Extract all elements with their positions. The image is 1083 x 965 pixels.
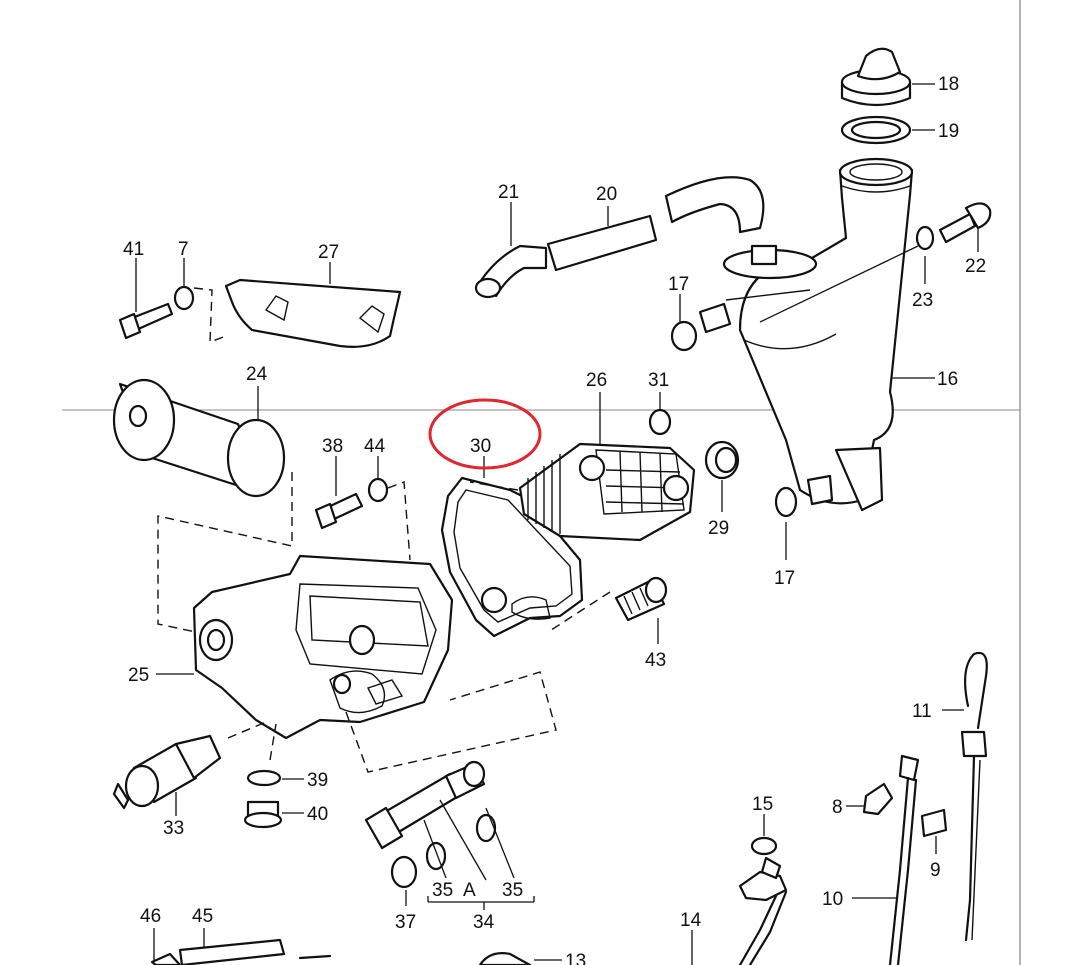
washer-part-44 [367,477,389,503]
oil-cooler-part-26 [518,442,696,542]
bracket-part-27 [224,278,402,348]
assembly-line-40 [269,723,277,761]
dipstick-part-11 [960,651,988,942]
bolt-part-22 [938,202,992,244]
callout-35-right: 35 [502,880,523,901]
connector-part-43 [614,576,668,622]
callout-20: 20 [596,184,617,205]
oil-filter-part-24 [112,378,286,498]
elbow-part-21 [474,244,548,299]
assembly-line-33 [227,721,267,739]
plug-part-40 [243,800,283,829]
callout-37: 37 [395,912,416,933]
oil-tank-part-16 [698,157,914,512]
callout-24: 24 [246,364,268,385]
callout-17-upper: 17 [668,274,689,295]
assembly-line-38 [387,481,411,561]
part-13 [478,952,532,965]
callout-30: 30 [470,436,491,457]
assembly-line-26 [469,481,611,633]
callout-10: 10 [822,889,843,910]
washer-part-23 [915,225,935,251]
seal-part-29 [704,440,740,480]
callout-22: 22 [965,256,986,277]
callout-23: 23 [912,290,933,311]
seal-part-31 [648,408,672,436]
o-ring-part-17-upper [670,320,698,352]
bolt-part-34 [364,760,486,850]
callout-39: 39 [307,770,328,791]
seal-part-39 [246,769,282,787]
bolt-part-41 [118,302,174,340]
callout-44: 44 [364,436,386,457]
guide-tube-part-10 [888,754,920,965]
callout-40: 40 [307,804,328,825]
callout-33: 33 [163,818,184,839]
callout-35-left: 35 [432,880,453,901]
callout-38: 38 [322,436,343,457]
pressure-sender-part-33 [112,734,222,810]
assembly-line-34 [345,671,557,773]
callout-9: 9 [930,860,941,881]
callout-13: 13 [565,951,586,965]
callout-17-lower: 17 [774,568,795,589]
callout-A: A [463,880,476,901]
callout-18: 18 [938,74,959,95]
seal-part-15 [750,836,778,856]
plate-part-9 [920,808,948,838]
assembly-line-27 [193,287,227,344]
filter-console-part-25 [192,554,454,740]
filler-cap-part-18 [840,47,912,107]
callout-27: 27 [318,242,339,263]
highlight-circle-30 [428,398,542,470]
callout-46: 46 [140,906,161,927]
seal-ring-part-19 [840,115,912,145]
washer-part-7 [173,285,195,311]
hose-part-20 [546,176,765,272]
seal-part-37 [390,855,418,889]
clip-part-8 [862,782,894,816]
callout-14: 14 [680,910,702,931]
callout-26: 26 [586,370,607,391]
callout-8: 8 [832,797,843,818]
stud-part-45 [150,938,332,965]
callout-29: 29 [708,518,729,539]
seal-part-35-left [425,841,447,871]
callout-34: 34 [473,912,495,933]
callout-11: 11 [912,701,932,722]
callout-45: 45 [192,906,213,927]
callout-43: 43 [645,650,666,671]
callout-19: 19 [938,121,959,142]
seal-part-35-right [475,813,497,843]
assembly-line-24 [157,472,293,633]
callout-41: 41 [123,239,144,260]
callout-31: 31 [648,370,669,391]
callout-7: 7 [178,239,189,260]
gasket-part-30 [440,476,584,638]
callout-15: 15 [752,794,773,815]
oil-pipe-part-14 [738,856,788,965]
callout-25: 25 [128,665,149,686]
bolt-part-38 [314,492,364,530]
o-ring-part-17-lower [774,486,798,518]
callout-16: 16 [937,369,958,390]
callout-21: 21 [498,182,519,203]
